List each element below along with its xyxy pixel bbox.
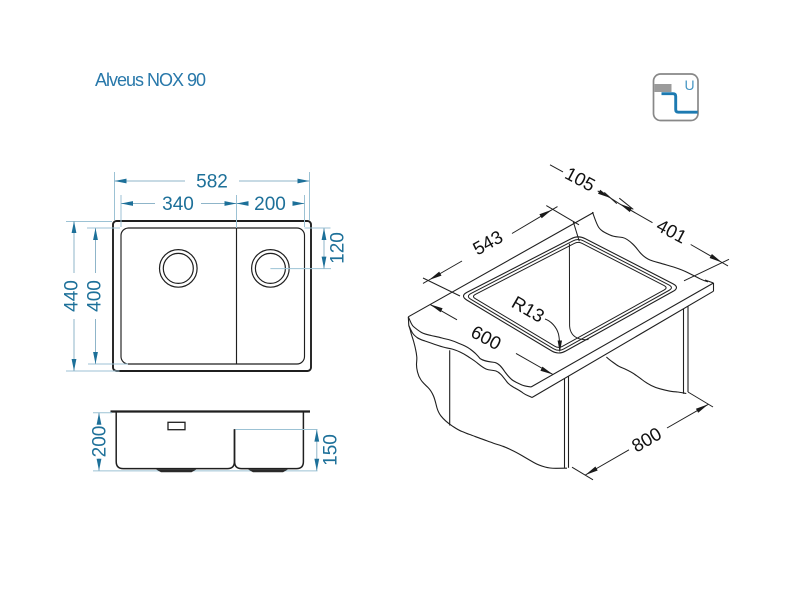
svg-text:200: 200: [254, 194, 286, 215]
svg-text:150: 150: [321, 434, 342, 466]
svg-text:440: 440: [62, 280, 83, 312]
svg-text:Alveus NOX 90: Alveus NOX 90: [95, 70, 206, 90]
svg-text:582: 582: [196, 172, 228, 193]
svg-text:400: 400: [85, 280, 106, 312]
svg-text:120: 120: [328, 232, 349, 264]
svg-text:200: 200: [90, 426, 111, 458]
svg-text:340: 340: [162, 194, 194, 215]
svg-text:U: U: [685, 77, 695, 93]
